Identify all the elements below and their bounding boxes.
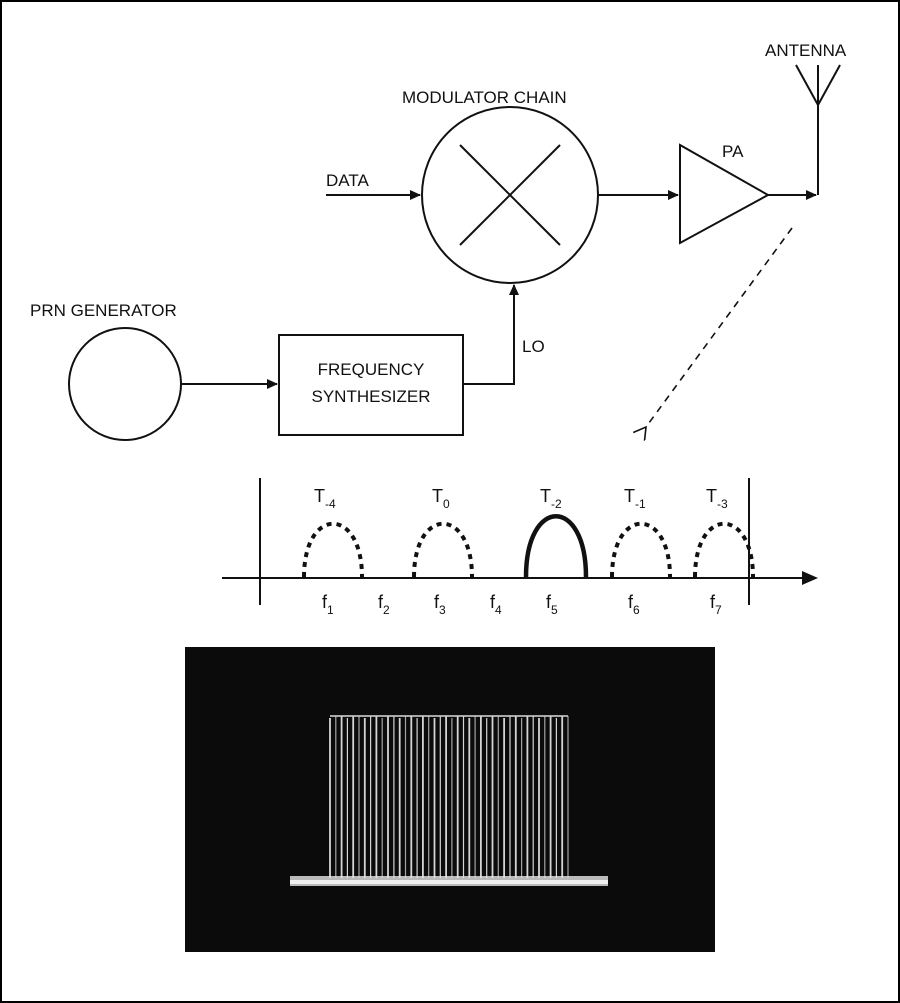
lo-label: LO (522, 337, 545, 356)
dashed-pointer-arrow (646, 227, 793, 427)
mixer-circle (421, 106, 599, 284)
modulator-chain-label: MODULATOR CHAIN (402, 88, 567, 107)
freq-label-f6: f6 (628, 592, 640, 617)
slot-arc-t-2 (523, 514, 589, 578)
slot-label-t-3: T-3 (706, 486, 728, 511)
synth-label-line2: SYNTHESIZER (311, 387, 430, 406)
slot-arc-t-4 (302, 521, 364, 578)
slot-label-t-2: T-2 (540, 486, 562, 511)
freq-label-f4: f4 (490, 592, 502, 617)
synth-label-line1: FREQUENCY (318, 360, 425, 379)
antenna-label: ANTENNA (765, 41, 847, 60)
antenna-icon (795, 64, 841, 195)
freq-label-f3: f3 (434, 592, 446, 617)
slot-arc-t-1 (610, 521, 672, 578)
photo-spectral-lines (329, 715, 569, 878)
slot-arc-t0 (412, 521, 474, 578)
prn-generator-circle (68, 327, 182, 441)
slot-label-t-4: T-4 (314, 486, 336, 511)
lo-arrow (463, 284, 519, 385)
slot-label-t-1: T-1 (624, 486, 646, 511)
spectrum-analyzer-photo (185, 647, 715, 952)
freq-label-f5: f5 (546, 592, 558, 617)
freq-label-f2: f2 (378, 592, 390, 617)
slot-arc-t-3 (693, 521, 755, 578)
slot-label-t0: T0 (432, 486, 450, 511)
spectrum-slots (302, 514, 755, 578)
pa-label: PA (722, 142, 744, 161)
photo-baseline-core (290, 880, 608, 884)
pa-triangle (679, 143, 771, 245)
freq-label-f1: f1 (322, 592, 334, 617)
frequency-synthesizer-box (278, 334, 464, 436)
data-label: DATA (326, 171, 369, 190)
prn-generator-label: PRN GENERATOR (30, 301, 177, 320)
frequency-axis-arrowhead (802, 571, 818, 585)
freq-label-f7: f7 (710, 592, 722, 617)
photo-background (185, 647, 715, 952)
